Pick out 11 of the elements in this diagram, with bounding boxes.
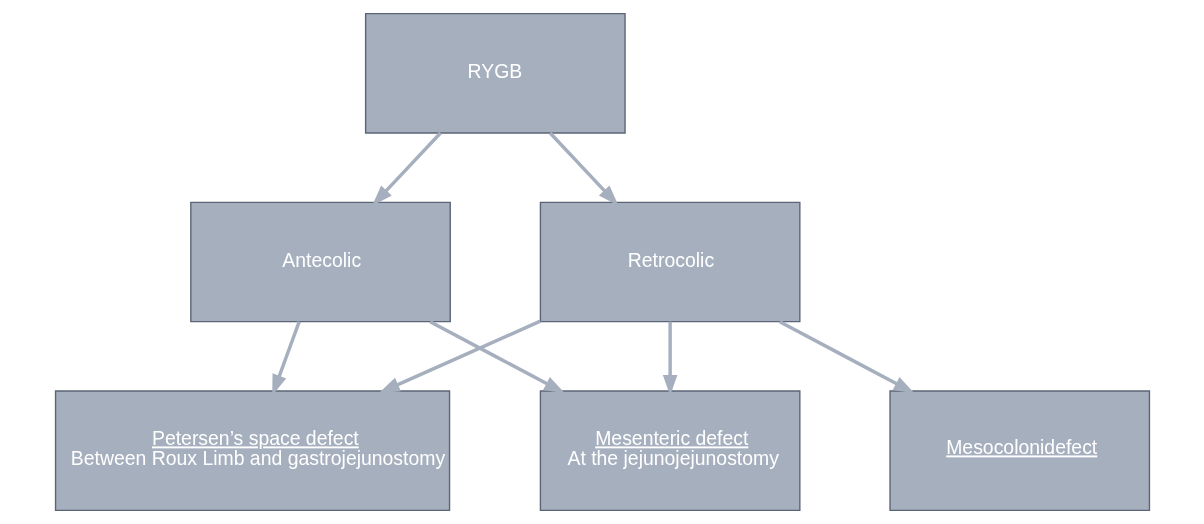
node-box: Petersen’s space defect Between Roux Limb and gastrojejunostomy xyxy=(54,390,450,512)
node-box: Antecolic xyxy=(189,201,451,323)
arrow xyxy=(778,320,914,394)
arrow xyxy=(428,320,565,394)
arrow xyxy=(371,131,442,206)
arrow xyxy=(548,131,618,206)
node-box: Mesenteric defect At the jejunojejunostomy xyxy=(539,390,801,512)
arrow xyxy=(378,319,541,393)
node-box: Retrocolic xyxy=(539,201,801,323)
node-box: RYGB xyxy=(364,12,626,134)
node-box: Mesocolonidefect xyxy=(888,390,1150,512)
